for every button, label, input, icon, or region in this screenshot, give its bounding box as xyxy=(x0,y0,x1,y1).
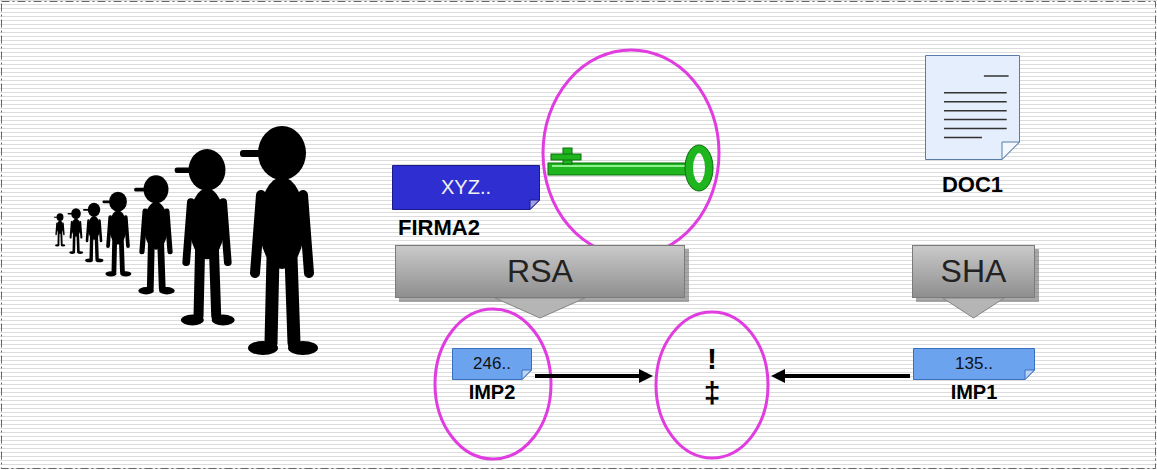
block-fill xyxy=(913,246,1035,298)
note-box: XYZ..FIRMA2 xyxy=(392,165,540,210)
person-figure xyxy=(83,203,103,263)
document-line xyxy=(984,75,1009,77)
person-figure xyxy=(102,192,131,277)
text-area: SHA xyxy=(912,245,1035,298)
circle-outline xyxy=(656,312,768,458)
down-chevron xyxy=(943,298,1005,318)
node-text: 246.. xyxy=(473,354,511,374)
folded-corner xyxy=(530,200,540,210)
connector-arrow xyxy=(535,374,646,378)
document-line xyxy=(944,101,1007,103)
text-area xyxy=(925,55,1020,160)
text-area: 135.. xyxy=(913,348,1035,380)
note-box: 135..IMP1 xyxy=(913,348,1035,380)
folded-corner xyxy=(1002,142,1020,160)
person-figure xyxy=(134,175,175,294)
node-heading: DOC1 xyxy=(925,172,1020,197)
folded-corner xyxy=(1025,370,1035,380)
document-icon: DOC1 xyxy=(925,55,1020,160)
person-figure xyxy=(175,149,235,325)
document-line xyxy=(944,137,982,139)
text-area: XYZ.. xyxy=(392,165,540,210)
node-text: XYZ.. xyxy=(441,176,491,199)
node-heading: FIRMA2 xyxy=(398,215,540,240)
box-fill xyxy=(914,349,1035,380)
node-heading: IMP2 xyxy=(452,381,532,404)
heading-area: FIRMA2 xyxy=(392,215,540,240)
folded-corner xyxy=(522,370,532,380)
heading-area: DOC1 xyxy=(925,172,1020,197)
box-fill xyxy=(926,56,1020,160)
document-line xyxy=(944,92,1007,94)
note-box: 246..IMP2 xyxy=(452,348,532,380)
down-chevron xyxy=(495,298,585,318)
text-area: !‡ xyxy=(654,310,770,460)
block-fill xyxy=(396,246,685,298)
node-heading: IMP1 xyxy=(913,381,1035,404)
node-text: SHA xyxy=(941,253,1007,290)
heading-area: IMP1 xyxy=(913,381,1035,404)
document-line xyxy=(944,119,1007,121)
comparison-circle: !‡ xyxy=(654,310,770,460)
person-figure xyxy=(240,126,318,355)
document-line xyxy=(944,128,1007,130)
person-figure xyxy=(68,208,84,254)
node-text: RSA xyxy=(507,253,573,290)
process-block: SHA xyxy=(912,245,1035,298)
person-figure xyxy=(54,213,65,246)
shape-outline xyxy=(925,55,1020,160)
box-fill xyxy=(453,349,532,380)
text-area: 246.. xyxy=(452,348,532,380)
node-text: ! xyxy=(707,342,717,377)
connector-arrow xyxy=(778,374,910,378)
heading-area: IMP2 xyxy=(452,381,532,404)
highlight-circle xyxy=(543,50,719,256)
document-line xyxy=(944,110,1007,112)
text-area: RSA xyxy=(395,245,685,298)
process-block: RSA xyxy=(395,245,685,298)
node-text: ‡ xyxy=(704,376,721,411)
box-fill xyxy=(393,166,540,210)
highlight-circle xyxy=(435,309,551,459)
key-icon xyxy=(548,145,713,191)
node-text: 135.. xyxy=(955,354,993,374)
